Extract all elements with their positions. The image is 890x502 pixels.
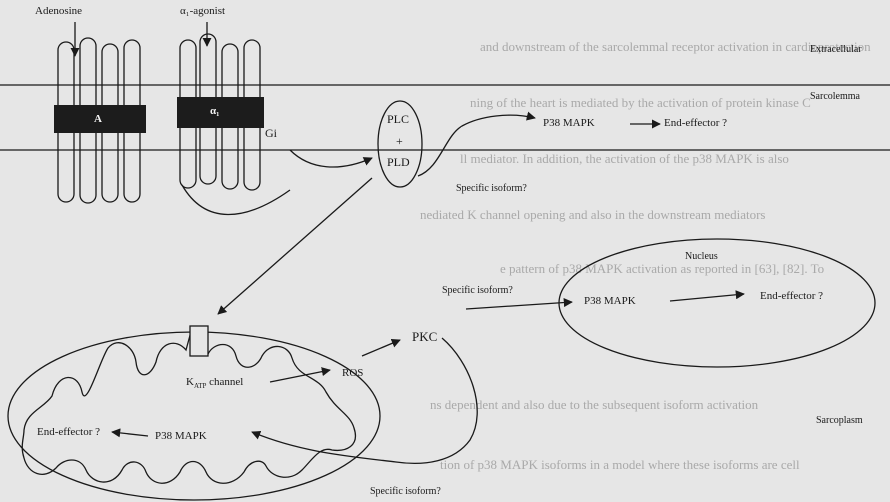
specific-isoform-top-label: Specific isoform?	[456, 184, 527, 194]
p38-nucleus-label: P38 MAPK	[584, 296, 636, 307]
receptor-a-label: A	[94, 114, 102, 125]
katp-channel-label: KATP channel	[186, 377, 243, 390]
plc-to-mito-arrow	[218, 178, 372, 314]
end-effector-nucleus-label: End-effector ?	[760, 291, 823, 302]
adenosine-label: Adenosine	[35, 6, 82, 17]
katp-k: K	[186, 376, 194, 388]
p38-to-effector-mito-arrow	[112, 432, 148, 436]
plc-to-p38-arrow	[418, 115, 535, 176]
ros-to-pkc-arrow	[362, 340, 400, 356]
mitochondrion-cristae	[22, 328, 355, 483]
katp-channel-box	[190, 326, 208, 356]
gi-label: Gi	[265, 127, 277, 139]
gi-to-plc-arrow	[290, 150, 372, 167]
extracellular-label: Extracellular	[810, 45, 862, 55]
p38-mito-label: P38 MAPK	[155, 431, 207, 442]
mitochondrion-ellipse	[8, 332, 380, 500]
pkc-to-nucleus-arrow	[466, 302, 572, 309]
receptor-alpha-box	[177, 97, 264, 128]
alpha1-agonist-label: α₁-agonist	[180, 6, 225, 17]
pkc-label: PKC	[412, 330, 437, 343]
receptor-alpha-label: α₁	[210, 106, 219, 117]
end-effector-mito-label: End-effector ?	[37, 427, 100, 438]
alpha1-tail	[182, 185, 290, 215]
p38-top-label: P38 MAPK	[543, 118, 595, 129]
specific-isoform-mid-label: Specific isoform?	[442, 286, 513, 296]
katp-to-ros-arrow	[270, 370, 330, 382]
sarcolemma-label: Sarcolemma	[810, 92, 860, 102]
plus-label: +	[396, 135, 403, 147]
plc-label: PLC	[387, 113, 409, 125]
pld-label: PLD	[387, 156, 410, 168]
end-effector-top-label: End-effector ?	[664, 118, 727, 129]
katp-subscript: ATP	[194, 382, 206, 390]
sarcoplasm-label: Sarcoplasm	[816, 416, 863, 426]
p38-to-effector-nucleus-arrow	[670, 294, 744, 301]
ros-label: ROS	[342, 368, 363, 379]
pkc-to-mito-p38-arrow	[252, 338, 477, 463]
katp-suffix: channel	[206, 376, 243, 388]
nucleus-label: Nucleus	[685, 252, 718, 262]
specific-isoform-bottom-label: Specific isoform?	[370, 487, 441, 497]
